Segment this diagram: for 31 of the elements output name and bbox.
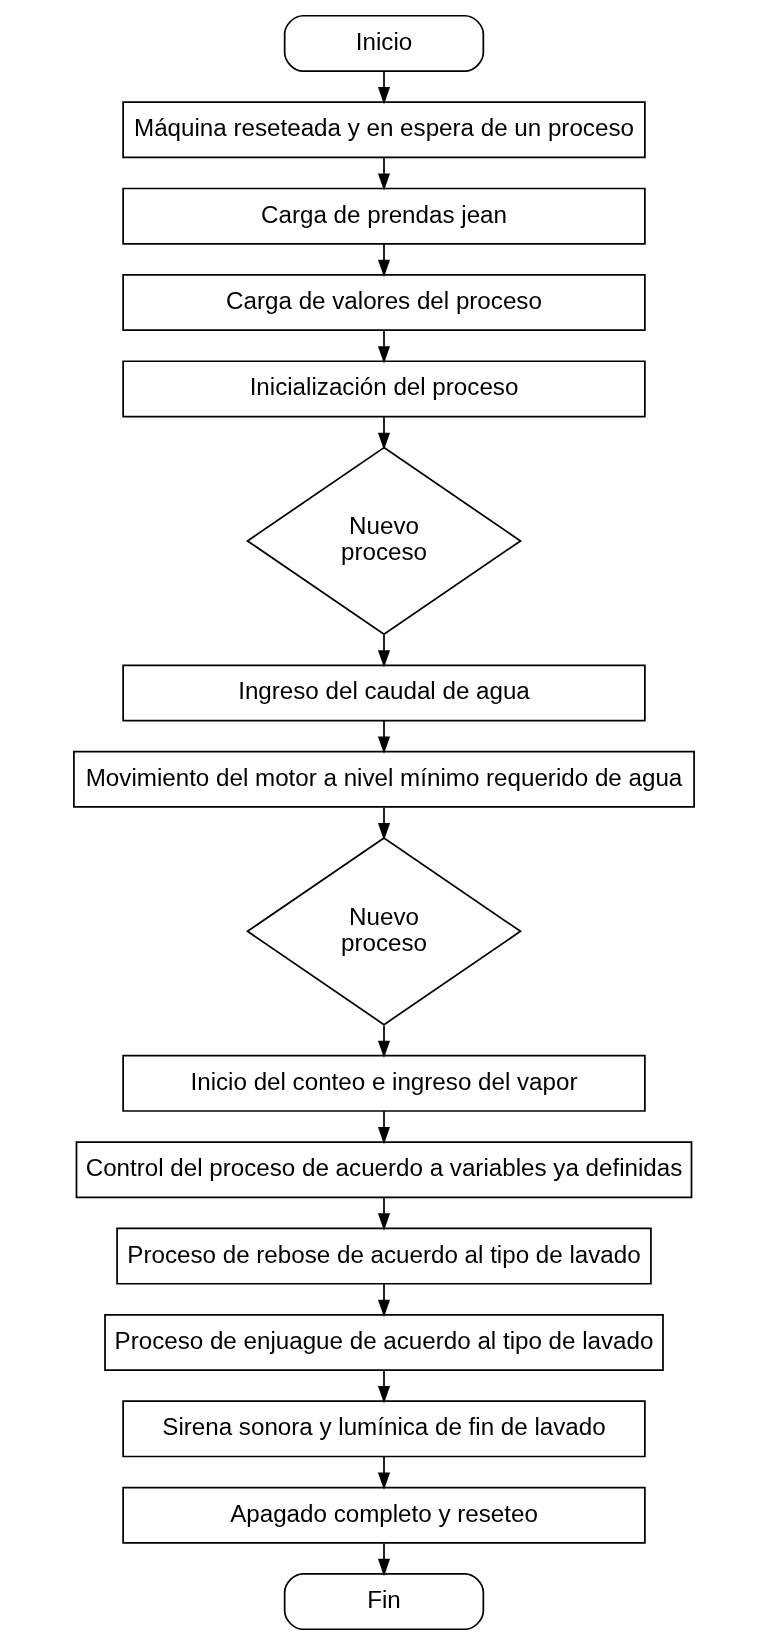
node-box: Inicio del conteo e ingreso del vapor [122, 1054, 646, 1112]
node-box: Máquina reseteada y en espera de un proceso [122, 101, 646, 159]
arrow [377, 329, 391, 364]
node-box: Sirena sonora y lumínica de fin de lavado [122, 1400, 646, 1458]
arrow [377, 1369, 391, 1404]
arrow [377, 1024, 391, 1058]
arrow [377, 1283, 391, 1318]
arrow [377, 416, 391, 450]
node-box: Apagado completo y reseteo [122, 1486, 646, 1544]
arrow [377, 1196, 391, 1231]
node-box: Proceso de rebose de acuerdo al tipo de lavado [116, 1227, 652, 1285]
arrow [377, 156, 391, 191]
arrow [377, 243, 391, 278]
arrow [377, 1110, 391, 1145]
arrow [377, 1455, 391, 1490]
node-box: Fin [283, 1573, 485, 1631]
node-box: Carga de prendas jean [122, 187, 646, 245]
arrow [377, 806, 391, 841]
arrow [377, 634, 391, 668]
node-box: Ingreso del caudal de agua [122, 664, 646, 722]
arrow [377, 720, 391, 754]
node-diamond: Nuevo proceso [246, 446, 522, 636]
node-box: Movimiento del motor a nivel mínimo requerido de agua [73, 750, 695, 808]
node-box: Inicio [283, 14, 485, 72]
node-box: Carga de valores del proceso [122, 274, 646, 332]
node-box: Inicialización del proceso [122, 360, 646, 418]
node-diamond: Nuevo proceso [246, 837, 522, 1026]
node-box: Control del proceso de acuerdo a variables ya definidas [75, 1141, 693, 1199]
node-box: Proceso de enjuague de acuerdo al tipo de lavado [104, 1313, 664, 1371]
arrow [377, 70, 391, 105]
arrow [377, 1542, 391, 1577]
